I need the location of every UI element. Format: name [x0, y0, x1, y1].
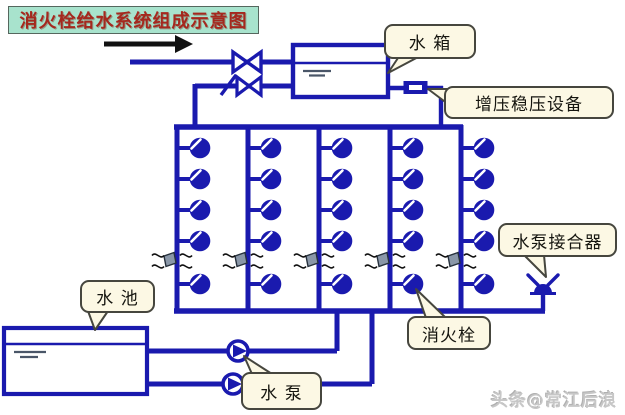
watermark: 头条@常江后浪 — [491, 391, 617, 411]
callout-water-tank: 水 箱 — [384, 24, 476, 59]
callout-pressure-stabilizer: 增压稳压设备 — [444, 86, 614, 119]
fire-hydrant-icon — [177, 137, 211, 159]
fire-hydrant-icon — [461, 230, 495, 252]
fire-hydrant-icon — [390, 273, 424, 295]
callout-water-pool: 水 池 — [80, 280, 155, 313]
fire-hydrant-icon — [461, 168, 495, 190]
fire-hydrant-icon — [248, 137, 282, 159]
fire-hydrant-icon — [319, 199, 353, 221]
pressure-stabilizer-icon — [403, 81, 428, 94]
water-pool-symbol — [1, 325, 150, 397]
fire-hydrant-icon — [177, 273, 211, 295]
flexible-joint-icon — [293, 251, 335, 269]
fire-hydrant-icon — [390, 168, 424, 190]
flow-arrow-icon — [104, 35, 193, 53]
riser-pipe — [293, 125, 353, 311]
fire-hydrant-icon — [319, 230, 353, 252]
fire-hydrant-icon — [319, 168, 353, 190]
fire-hydrant-icon — [390, 230, 424, 252]
callout-pump-coupler: 水泵接合器 — [498, 223, 617, 257]
fire-hydrant-icon — [390, 137, 424, 159]
fire-hydrant-icon — [248, 199, 282, 221]
flexible-joint-icon — [435, 251, 477, 269]
fire-hydrant-icon — [461, 137, 495, 159]
riser-pipe — [222, 125, 282, 311]
fire-hydrant-icon — [319, 137, 353, 159]
fire-hydrant-icon — [319, 273, 353, 295]
water-tank-symbol — [290, 42, 391, 100]
diagram-title: 消火栓给水系统组成示意图 — [8, 6, 259, 34]
fire-hydrant-icon — [390, 199, 424, 221]
flexible-joint-icon — [364, 251, 406, 269]
fire-hydrant-icon — [248, 230, 282, 252]
callout-tails — [87, 54, 547, 375]
fire-hydrant-icon — [248, 168, 282, 190]
fire-hydrant-icon — [177, 230, 211, 252]
check-valve-icon — [219, 73, 263, 99]
fire-hydrant-icon — [248, 273, 282, 295]
riser-pipe — [151, 125, 211, 311]
pump-icon — [221, 372, 245, 396]
fire-hydrant-icon — [177, 199, 211, 221]
riser-pipe — [435, 125, 495, 311]
riser-pipe — [364, 125, 424, 311]
pump-coupler-icon — [526, 273, 560, 311]
flexible-joint-icon — [222, 251, 264, 269]
riser-group — [151, 125, 495, 311]
gate-valve-icon — [231, 48, 263, 76]
flexible-joint-icon — [151, 251, 193, 269]
callout-water-pump: 水 泵 — [241, 372, 322, 410]
fire-hydrant-icon — [461, 273, 495, 295]
fire-hydrant-icon — [461, 199, 495, 221]
fire-hydrant-icon — [177, 168, 211, 190]
callout-fire-hydrant: 消火栓 — [407, 316, 491, 350]
